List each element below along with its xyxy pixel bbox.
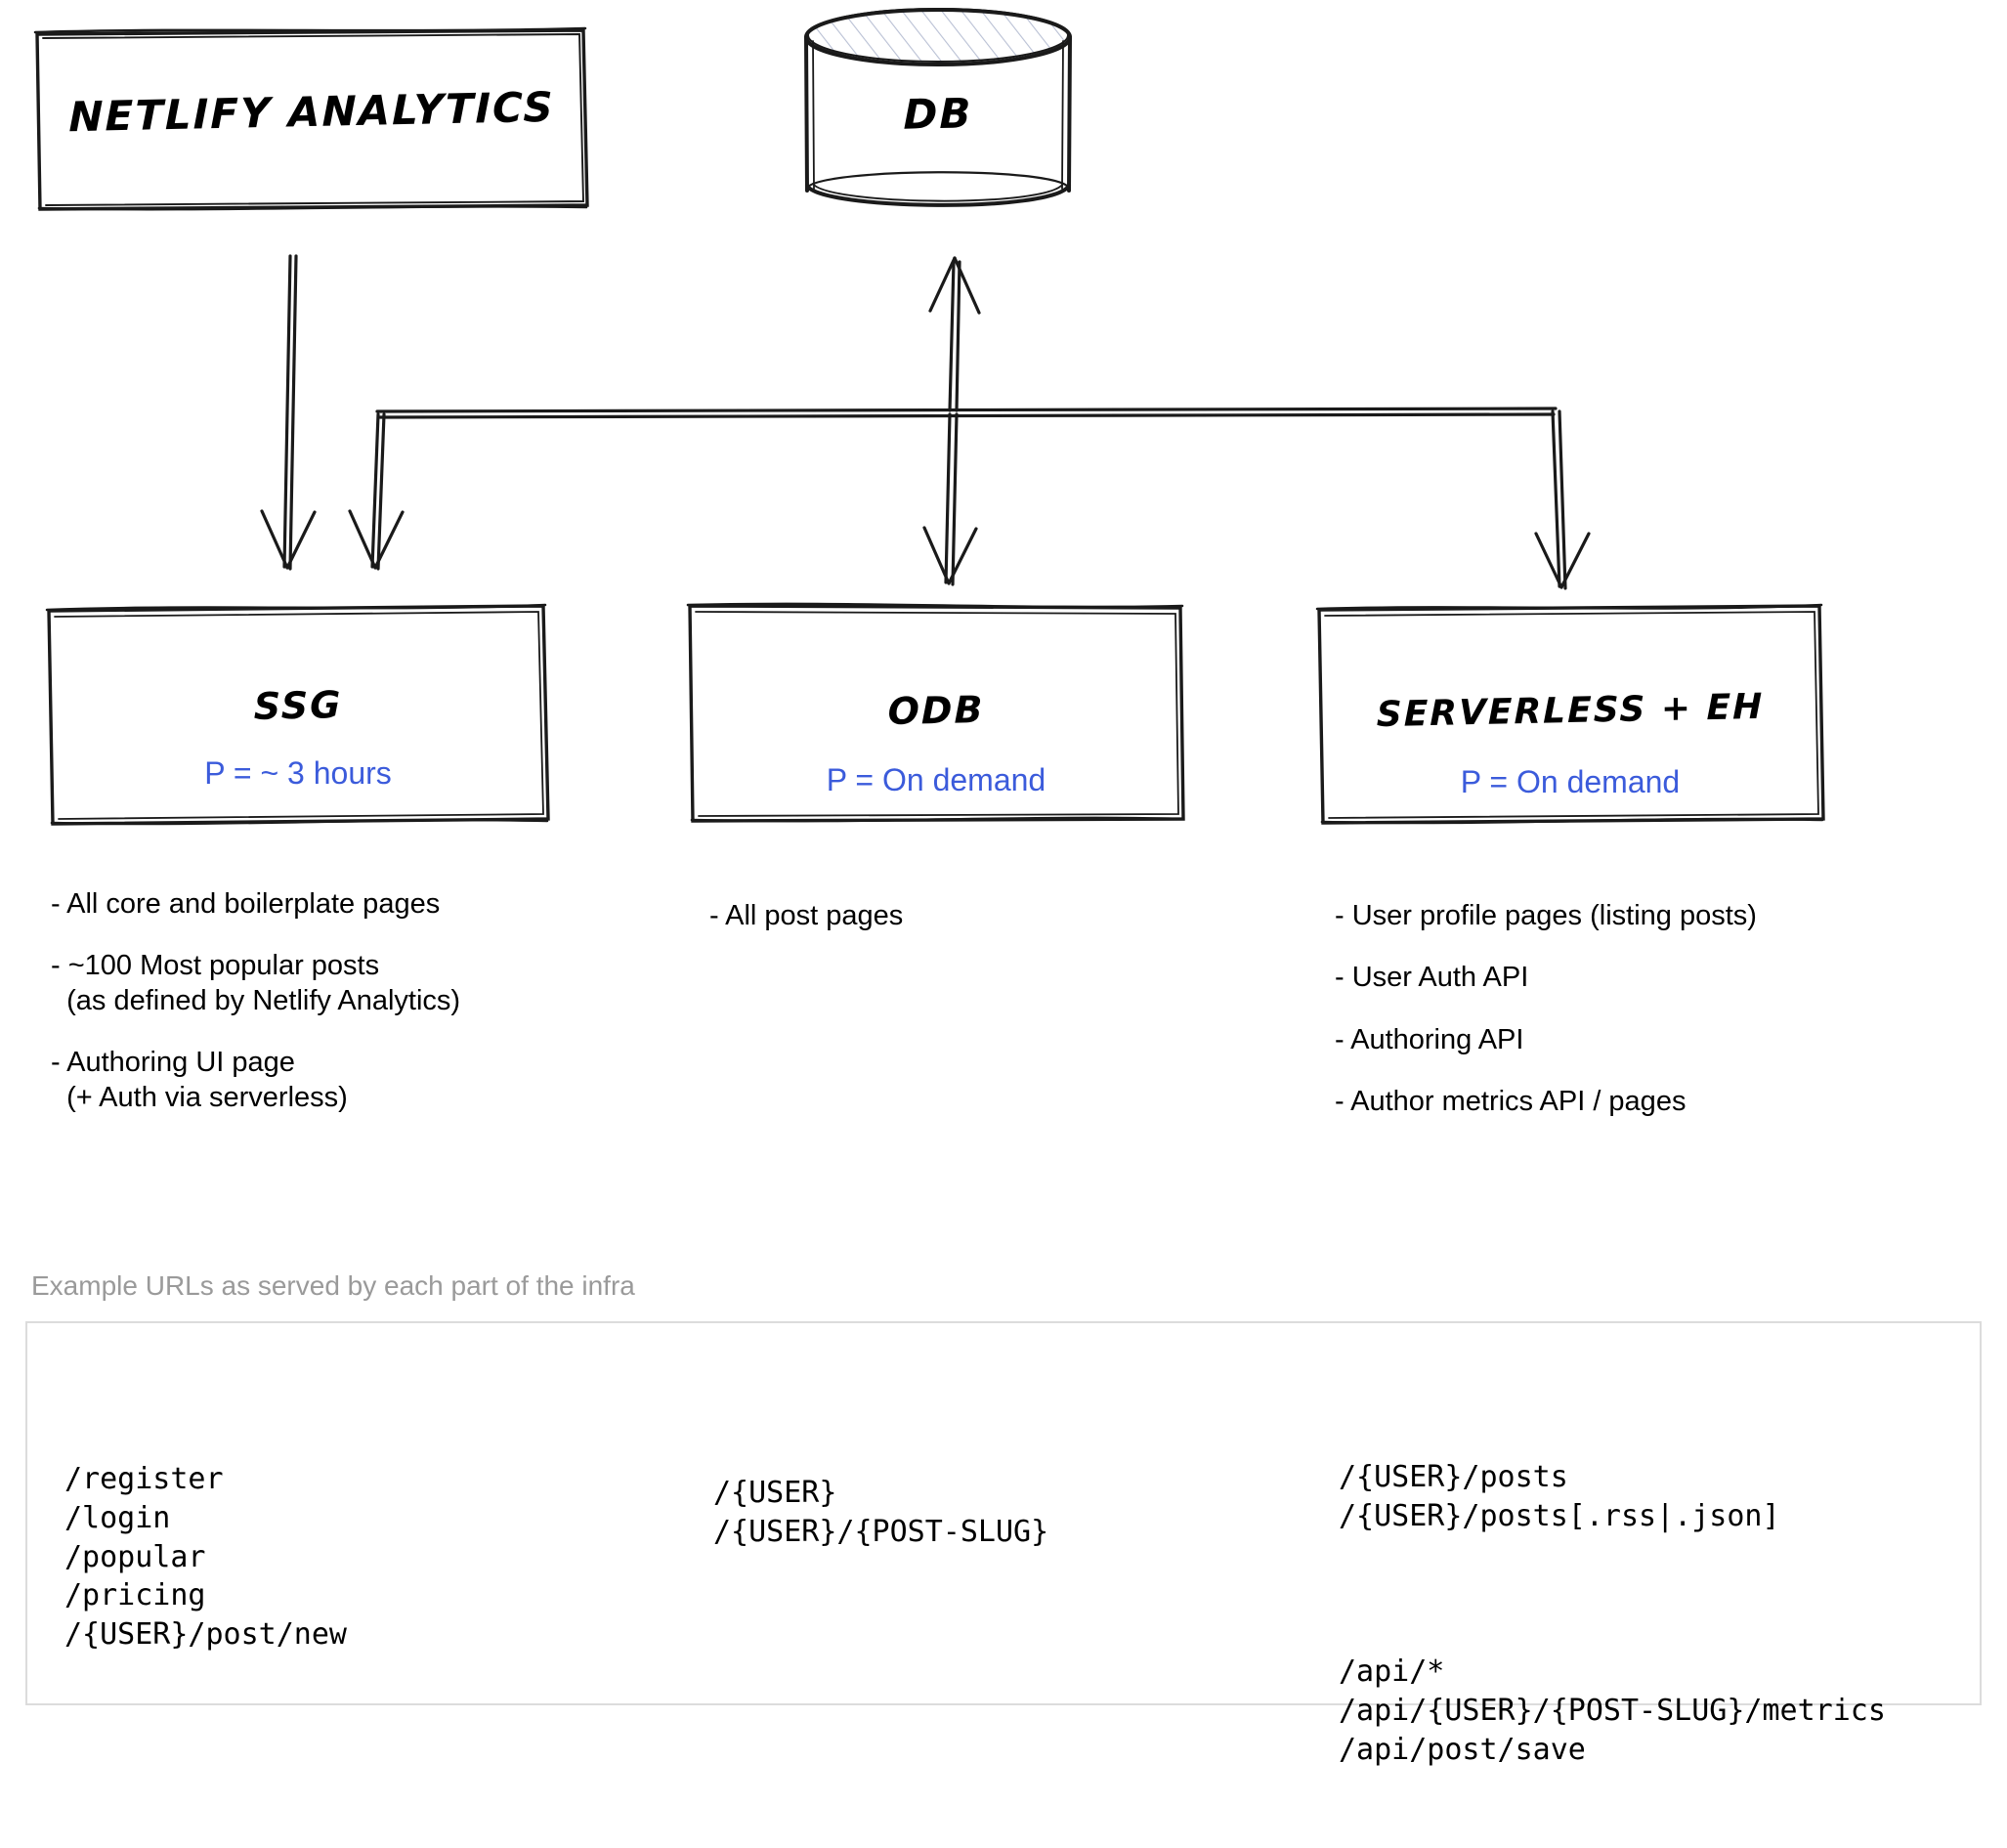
odb-label: ODB — [887, 687, 985, 734]
url-group: /api/* /api/{USER}/{POST-SLUG}/metrics /… — [1339, 1655, 1886, 1768]
list-item: - All post pages — [709, 900, 904, 931]
list-item: - User profile pages (listing posts) — [1335, 900, 1757, 931]
ssg-label: SSG — [253, 683, 343, 728]
serverless-label: SERVERLESS + EH — [1376, 686, 1765, 736]
url-column-ssg: /register /login /popular /pricing /{USE… — [64, 1382, 651, 1733]
odb-period-label: P = On demand — [826, 762, 1046, 797]
list-item: - Authoring API — [1335, 1023, 1524, 1055]
example-urls-panel — [25, 1321, 1982, 1705]
url-group: /register /login /popular /pricing /{USE… — [64, 1461, 347, 1653]
url-group: /{USER} /{USER}/{POST-SLUG} — [713, 1475, 1049, 1549]
arrow-bus-to-serverless — [1534, 409, 1591, 590]
list-item: - User Auth API — [1335, 962, 1529, 994]
list-item: - ~100 Most popular posts (as defined by… — [51, 950, 461, 1016]
ssg-bullet-list: - All core and boilerplate pages - ~100 … — [51, 887, 598, 1115]
odb-box-shape — [686, 602, 1185, 823]
serverless-bullet-list: - User profile pages (listing posts) - U… — [1335, 899, 1882, 1120]
serverless-box-shape — [1315, 603, 1825, 825]
list-item: - Author metrics API / pages — [1335, 1086, 1687, 1118]
list-item: - All core and boilerplate pages — [51, 888, 441, 920]
arrow-bus-to-odb — [922, 412, 978, 586]
bus-connector-line — [375, 407, 1558, 419]
ssg-box-shape — [45, 603, 550, 826]
ssg-period-label: P = ~ 3 hours — [204, 755, 392, 791]
odb-bullet-list: - All post pages — [709, 899, 1178, 933]
url-group: /{USER}/posts /{USER}/posts[.rss|.json] — [1339, 1459, 1780, 1533]
example-urls-caption: Example URLs as served by each part of t… — [31, 1270, 635, 1301]
netlify-analytics-shape — [33, 26, 589, 211]
db-label: DB — [903, 89, 973, 139]
arrow-bus-to-db — [928, 256, 981, 412]
arrow-bus-to-ssg — [348, 412, 405, 571]
db-cylinder-shape — [804, 8, 1072, 207]
serverless-period-label: P = On demand — [1460, 764, 1681, 799]
list-item: - Authoring UI page (+ Auth via serverle… — [51, 1047, 348, 1113]
netlify-analytics-label: NETLIFY ANALYTICS — [68, 82, 555, 142]
url-column-odb: /{USER} /{USER}/{POST-SLUG} — [713, 1396, 1300, 1629]
arrow-analytics-to-ssg — [260, 254, 317, 571]
url-column-serverless: /{USER}/posts /{USER}/posts[.rss|.json] … — [1339, 1380, 1984, 1848]
